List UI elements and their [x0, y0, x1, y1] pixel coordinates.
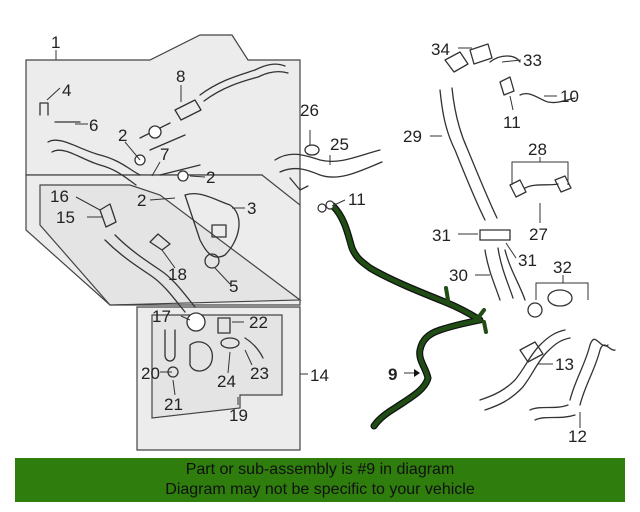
- callout-4: 4: [62, 81, 71, 100]
- pipe-12: [529, 338, 616, 421]
- callout-18: 18: [168, 265, 187, 284]
- callout-2b: 2: [206, 168, 215, 187]
- callout-7: 7: [160, 145, 169, 164]
- banner-line-2: Diagram may not be specific to your vehi…: [165, 481, 475, 498]
- callout-1: 1: [51, 33, 60, 52]
- hose-18: [99, 203, 196, 313]
- callout-22: 22: [249, 313, 268, 332]
- callout-28: 28: [528, 140, 547, 159]
- callout-19: 19: [229, 406, 248, 425]
- callout-17: 17: [152, 307, 171, 326]
- callout-14: 14: [310, 366, 329, 385]
- callout-27: 27: [529, 225, 548, 244]
- callout-8: 8: [176, 67, 185, 86]
- callout-34: 34: [431, 40, 450, 59]
- callout-31a: 31: [432, 226, 451, 245]
- pipe-25: [274, 144, 383, 191]
- hose-27-28: [509, 175, 572, 198]
- callout-3: 3: [247, 199, 256, 218]
- callout-33: 33: [523, 51, 542, 70]
- callout-5: 5: [229, 277, 238, 296]
- highlighted-pipe-9[interactable]: [317, 200, 488, 430]
- clamps-32: [527, 289, 573, 318]
- hose-8-top: [174, 63, 289, 121]
- clips-4-6: [39, 102, 81, 123]
- leader-lines: [46, 47, 589, 428]
- callout-13: 13: [555, 355, 574, 374]
- pipe-13: [479, 329, 571, 411]
- callout-21: 21: [164, 395, 183, 414]
- pipe-30: [479, 229, 526, 301]
- callout-11b: 11: [503, 113, 521, 132]
- parts-diagram: 1 4 6 8 2 7 2 2 3 5 16 15 18 17 22 23 24…: [25, 33, 616, 451]
- hoses-10-11: [499, 76, 576, 104]
- callout-2a: 2: [118, 126, 127, 145]
- callout-24: 24: [217, 372, 236, 391]
- callout-32: 32: [553, 258, 572, 277]
- bracket-3: [184, 193, 240, 269]
- callout-23: 23: [250, 364, 269, 383]
- callout-16: 16: [50, 187, 69, 206]
- pipe-29: [439, 43, 521, 221]
- callout-29: 29: [403, 127, 422, 146]
- banner-line-1: Part or sub-assembly is #9 in diagram: [185, 461, 455, 478]
- callout-15: 15: [56, 208, 75, 227]
- panel-assembly-16: [39, 184, 302, 306]
- callout-25: 25: [330, 135, 349, 154]
- callout-11a: 11: [348, 190, 366, 209]
- callout-9: 9: [388, 365, 397, 384]
- callout-30: 30: [449, 266, 468, 285]
- callout-10: 10: [560, 87, 579, 106]
- callout-26: 26: [300, 101, 319, 120]
- part-notice-banner: Part or sub-assembly is #9 in diagram Di…: [15, 458, 625, 502]
- callout-31b: 31: [518, 251, 537, 270]
- callout-labels: 1 4 6 8 2 7 2 2 3 5 16 15 18 17 22 23 24…: [50, 33, 587, 446]
- callout-12: 12: [568, 427, 587, 446]
- callout-6: 6: [89, 116, 98, 135]
- callout-20: 20: [141, 364, 160, 383]
- callout-2c: 2: [137, 191, 146, 210]
- parts-panel-14: [164, 312, 264, 378]
